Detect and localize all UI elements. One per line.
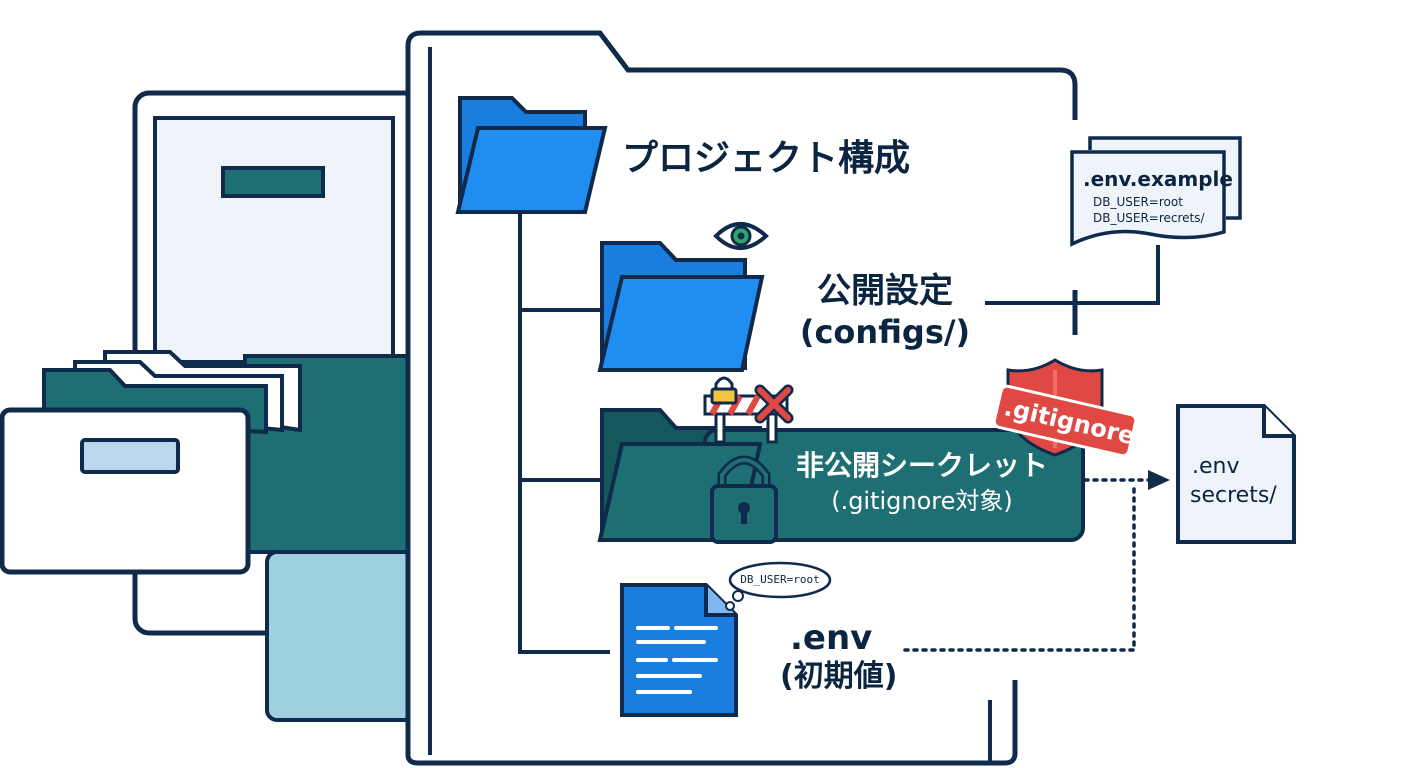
env-file-icon — [620, 583, 738, 717]
dotted-connectors — [903, 478, 1152, 652]
env-example-line1: DB_USER=root — [1093, 195, 1183, 209]
public-folder-label-line2: (configs/) — [799, 313, 971, 351]
small-lock-icon — [710, 376, 738, 405]
thought-bubble — [725, 561, 832, 611]
secret-folder-label: 非公開シークレット (.gitignore対象) — [772, 448, 1072, 518]
public-folder-label: 公開設定 (configs/) — [790, 270, 980, 352]
env-file-label-line2: (初期値) — [780, 659, 898, 694]
env-file-label-line1: .env — [790, 618, 873, 658]
env-file-label: .env (初期値) — [780, 618, 900, 696]
x-mark-icon — [754, 384, 794, 424]
secret-folder-label-line2: (.gitignore対象) — [831, 487, 1013, 515]
root-folder-icon — [455, 96, 608, 214]
secrets-doc-line2: secrets/ — [1190, 483, 1277, 508]
padlock-icon — [710, 455, 778, 544]
env-bubble-text: DB_USER=root — [740, 573, 820, 586]
env-example-line2: DB_USER=recrets/ — [1093, 211, 1205, 225]
gitignore-badge — [992, 384, 1138, 458]
arrow-head-icon — [1148, 470, 1170, 490]
filing-cabinet-illustration — [0, 90, 428, 722]
tree-lines — [518, 205, 610, 654]
secrets-document — [1176, 404, 1296, 544]
eye-icon — [713, 222, 769, 250]
secrets-doc-line1: .env — [1192, 454, 1240, 479]
env-example-title: .env.example — [1083, 167, 1233, 191]
example-connector — [985, 245, 1160, 305]
secret-folder-label-line1: 非公開シークレット — [795, 449, 1048, 482]
page-title: プロジェクト構成 — [622, 138, 911, 179]
public-folder-icon — [597, 241, 765, 372]
public-folder-label-line1: 公開設定 — [817, 271, 953, 311]
env-example-document — [1070, 136, 1242, 247]
